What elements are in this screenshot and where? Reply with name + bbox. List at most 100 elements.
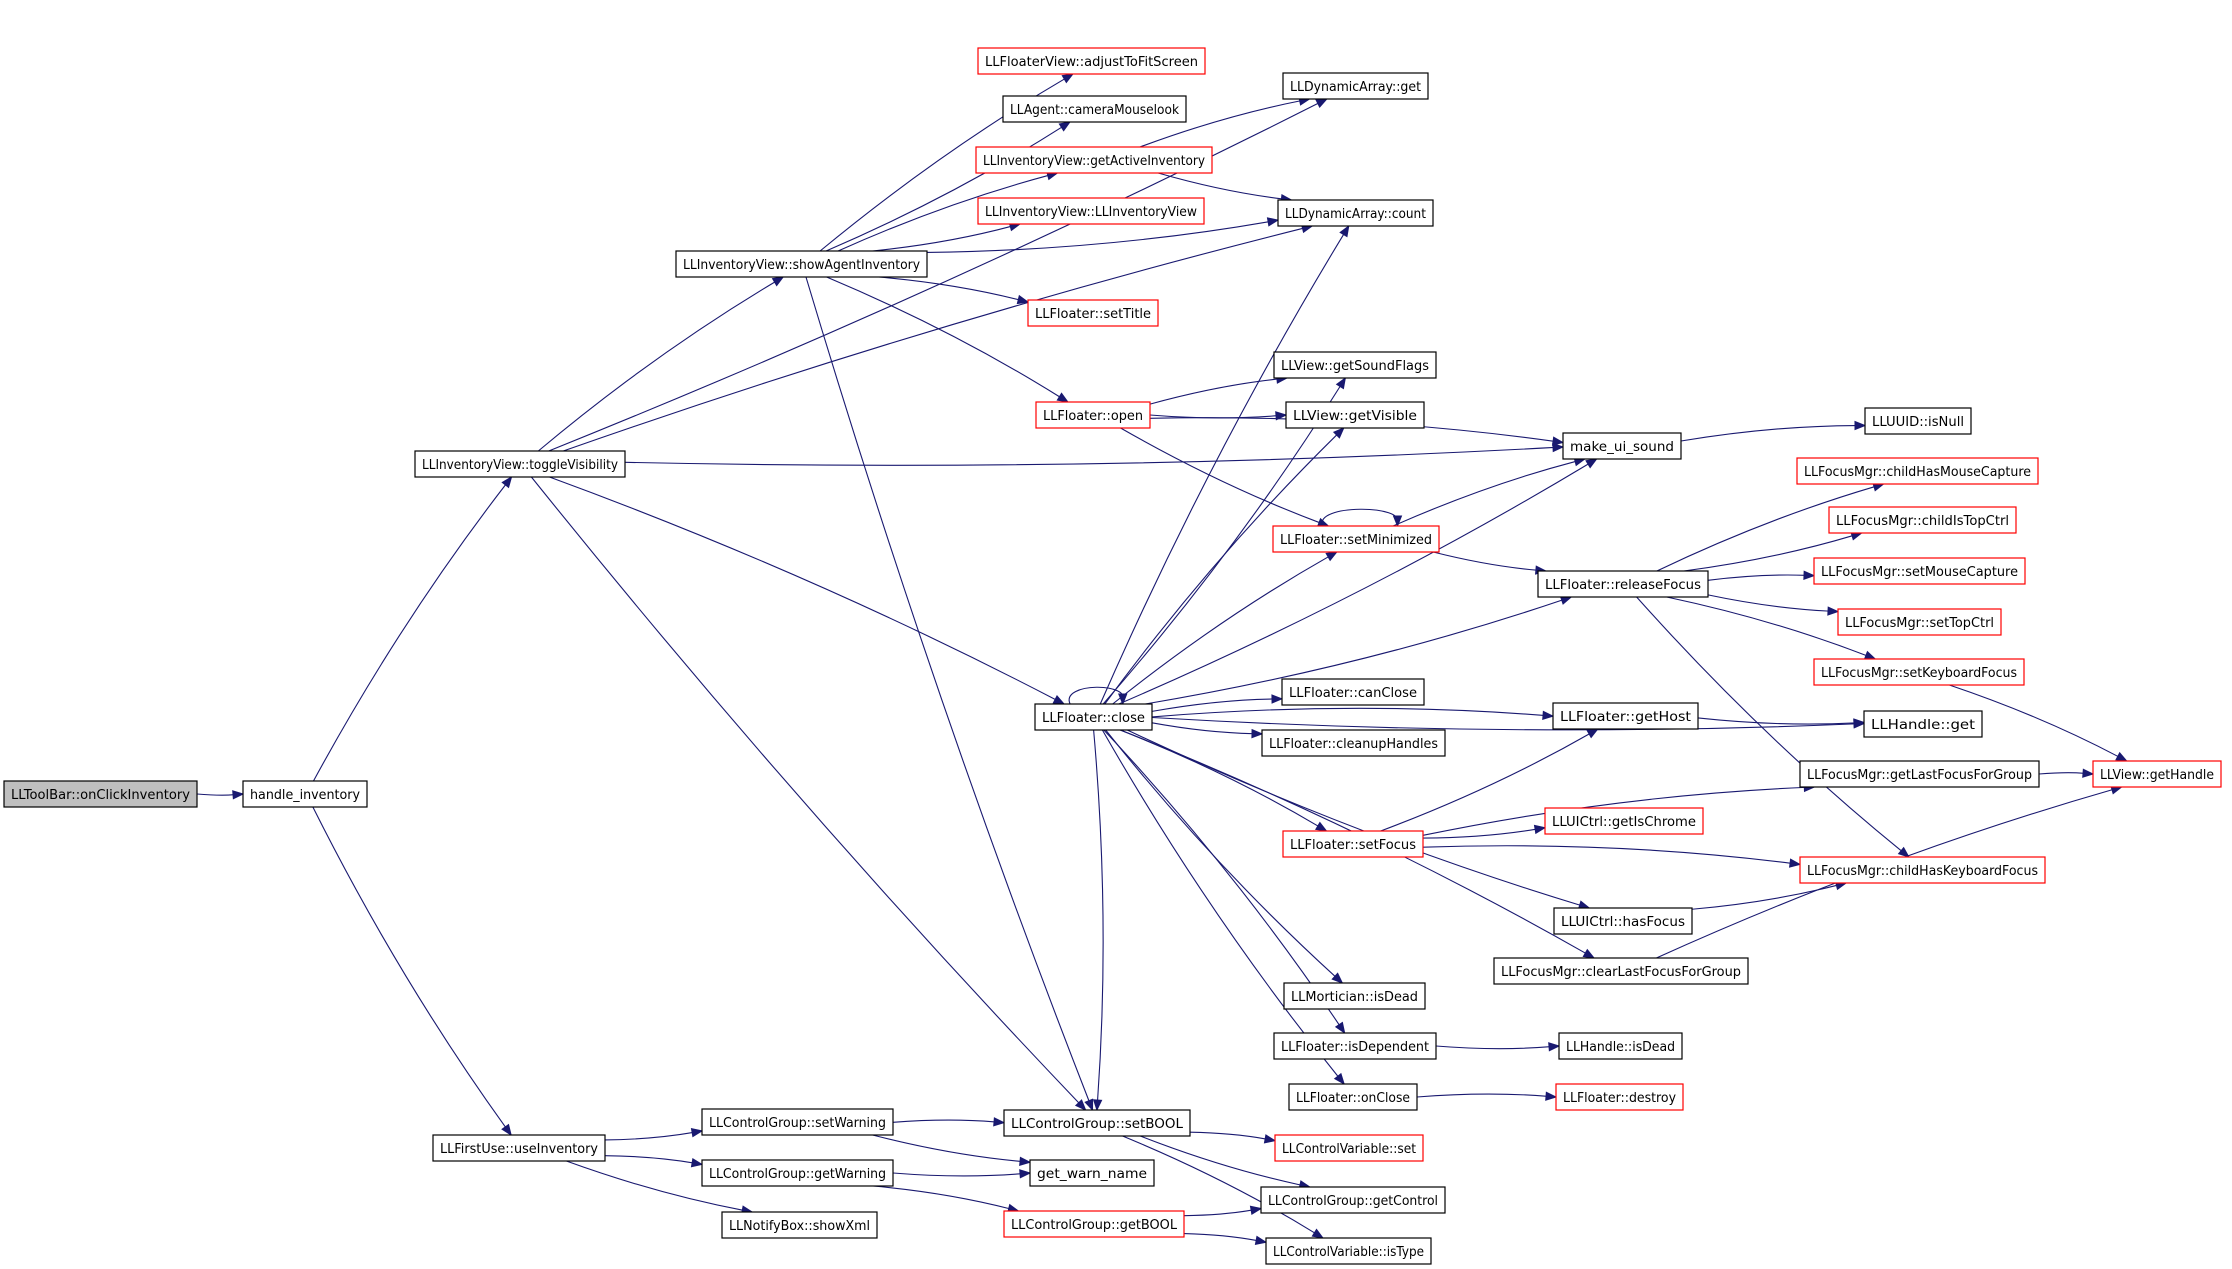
edges-layer (196, 73, 2128, 1245)
node-label: LLFocusMgr::clearLastFocusForGroup (1501, 964, 1741, 980)
node-box (1034, 703, 1153, 731)
node-llcontrolgroup-setbool[interactable]: LLControlGroup::setBOOL (1003, 1109, 1191, 1137)
edge-line (837, 174, 1049, 252)
node-lluuid-isnull[interactable]: LLUUID::isNull (1864, 407, 1972, 435)
node-llinventoryview-togglevisibility[interactable]: LLInventoryView::toggleVisibility (414, 450, 626, 478)
node-lldynamicarray-get[interactable]: LLDynamicArray::get (1282, 72, 1429, 100)
edge-n47-to-n48 (1183, 1205, 1263, 1217)
node-label: LLHandle::isDead (1566, 1039, 1675, 1055)
node-box (977, 197, 1205, 225)
node-llfloater-gethost[interactable]: LLFloater::getHost (1552, 702, 1699, 730)
node-llcontrolgroup-getwarning[interactable]: LLControlGroup::getWarning (701, 1159, 894, 1187)
node-llfloater-isdependent[interactable]: LLFloater::isDependent (1273, 1032, 1437, 1060)
node-llcontrolgroup-setwarning[interactable]: LLControlGroup::setWarning (701, 1108, 894, 1136)
edge-line (892, 1119, 996, 1123)
edge-n31-to-n32 (1422, 824, 1547, 839)
node-box (1003, 1109, 1191, 1137)
arrowhead (1552, 442, 1565, 453)
node-llagent-cameramouselook[interactable]: LLAgent::cameraMouselook (1002, 95, 1187, 123)
node-llfloater-settitle[interactable]: LLFloater::setTitle (1027, 299, 1159, 327)
node-llnotifybox-showxml[interactable]: LLNotifyBox::showXml (721, 1211, 878, 1239)
node-llfloater-canclose[interactable]: LLFloater::canClose (1281, 678, 1425, 706)
edge-n31-to-n27 (1380, 728, 1599, 832)
node-label: LLControlVariable::set (1282, 1141, 1416, 1157)
edge-n2-to-n42 (530, 476, 1087, 1111)
edge-line (1416, 1093, 1548, 1098)
node-box (1285, 401, 1425, 429)
node-box (1035, 401, 1151, 429)
edge-line (872, 225, 1012, 252)
arrowhead (1266, 217, 1280, 227)
arrowhead (1254, 1235, 1268, 1245)
node-lltoolbar-onclickinventory[interactable]: LLToolBar::onClickInventory (3, 780, 198, 808)
node-llfocusmgr-childhasmousecapture[interactable]: LLFocusMgr::childHasMouseCapture (1796, 457, 2039, 485)
node-llinventoryview-showagentinventory[interactable]: LLInventoryView::showAgentInventory (675, 250, 928, 278)
edge-n12-to-n17 (1120, 427, 1330, 527)
node-llfocusmgr-setmousecapture[interactable]: LLFocusMgr::setMouseCapture (1813, 557, 2026, 585)
edge-n1-to-n2 (312, 475, 513, 782)
node-lluictrl-getischrome[interactable]: LLUICtrl::getIsChrome (1544, 807, 1704, 835)
edge-n4-to-n12 (826, 276, 1070, 403)
arrowhead (1863, 650, 1877, 660)
node-llcontrolgroup-getcontrol[interactable]: LLControlGroup::getControl (1260, 1186, 1446, 1214)
node-llfocusmgr-childistopctrl[interactable]: LLFocusMgr::childIsTopCtrl (1828, 506, 2017, 534)
node-label: LLView::getSoundFlags (1281, 358, 1429, 374)
arrowhead (1325, 551, 1338, 562)
node-label: LLFocusMgr::childIsTopCtrl (1836, 513, 2009, 529)
node-label: LLFocusMgr::setMouseCapture (1821, 564, 2018, 580)
node-llinventoryview-llinventoryview[interactable]: LLInventoryView::LLInventoryView (977, 197, 1205, 225)
node-llfloater-setfocus[interactable]: LLFloater::setFocus (1282, 830, 1424, 858)
node-handle-inventory[interactable]: handle_inventory (242, 780, 368, 808)
edge-line (805, 276, 1090, 1102)
node-llfocusmgr-clearlastfocusforgroup[interactable]: LLFocusMgr::clearLastFocusForGroup (1493, 957, 1749, 985)
node-llcontrolvariable-set[interactable]: LLControlVariable::set (1274, 1134, 1424, 1162)
node-llview-getvisible[interactable]: LLView::getVisible (1285, 401, 1425, 429)
arrowhead (1897, 846, 1910, 858)
node-llfirstuse-useinventory[interactable]: LLFirstUse::useInventory (432, 1134, 606, 1162)
node-box (432, 1134, 606, 1162)
node-llcontrolgroup-getbool[interactable]: LLControlGroup::getBOOL (1003, 1210, 1185, 1238)
node-llcontrolvariable-istype[interactable]: LLControlVariable::isType (1265, 1237, 1432, 1265)
edge-line (1392, 460, 1577, 527)
edge-n18-to-n20 (1683, 531, 1863, 572)
node-llinventoryview-getactiveinventory[interactable]: LLInventoryView::getActiveInventory (975, 146, 1213, 174)
arrowhead (993, 1117, 1006, 1127)
node-llfloater-open[interactable]: LLFloater::open (1035, 401, 1151, 429)
node-llmortician-isdead[interactable]: LLMortician::isDead (1283, 982, 1426, 1010)
node-llhandle-get[interactable]: LLHandle::get (1863, 710, 1983, 738)
node-llfocusmgr-settopctrl[interactable]: LLFocusMgr::setTopCtrl (1837, 608, 2002, 636)
edge-line (549, 476, 1057, 701)
node-llfloater-cleanuphandles[interactable]: LLFloater::cleanupHandles (1261, 729, 1446, 757)
node-llfocusmgr-setkeyboardfocus[interactable]: LLFocusMgr::setKeyboardFocus (1813, 658, 2025, 686)
node-llfloater-destroy[interactable]: LLFloater::destroy (1555, 1083, 1684, 1111)
node-llfloater-close[interactable]: LLFloater::close (1034, 703, 1153, 731)
arrowhead (1061, 73, 1075, 84)
node-llfocusmgr-getlastfocusforgroup[interactable]: LLFocusMgr::getLastFocusForGroup (1799, 760, 2040, 788)
node-make-ui-sound[interactable]: make_ui_sound (1562, 432, 1682, 460)
node-box (1837, 608, 2002, 636)
node-get-warn-name[interactable]: get_warn_name (1029, 1159, 1155, 1187)
node-llview-gethandle[interactable]: LLView::getHandle (2092, 760, 2222, 788)
node-label: LLDynamicArray::get (1290, 79, 1421, 95)
node-llfloater-setminimized[interactable]: LLFloater::setMinimized (1272, 525, 1440, 553)
node-label: LLFloater::onClose (1296, 1090, 1410, 1106)
node-llfloater-releasefocus[interactable]: LLFloater::releaseFocus (1537, 570, 1709, 598)
edge-n39-to-n40 (1416, 1091, 1558, 1101)
edge-line (1949, 684, 2119, 758)
node-llfocusmgr-childhaskeyboardfocus[interactable]: LLFocusMgr::childHasKeyboardFocus (1799, 856, 2046, 884)
node-llview-getsoundflags[interactable]: LLView::getSoundFlags (1273, 351, 1437, 379)
node-box (414, 450, 626, 478)
node-label: LLFloater::canClose (1289, 685, 1417, 701)
node-box (1274, 1134, 1424, 1162)
node-lluictrl-hasfocus[interactable]: LLUICtrl::hasFocus (1553, 907, 1693, 935)
node-box (1828, 506, 2017, 534)
node-llfloater-onclose[interactable]: LLFloater::onClose (1288, 1083, 1418, 1111)
edge-line (1707, 574, 1806, 581)
node-llhandle-isdead[interactable]: LLHandle::isDead (1558, 1032, 1683, 1060)
node-label: LLToolBar::onClickInventory (11, 787, 190, 803)
node-llfloaterview-adjusttofitscreen[interactable]: LLFloaterView::adjustToFitScreen (977, 47, 1206, 75)
edge-line (1707, 594, 1830, 612)
arrowhead (1334, 1021, 1346, 1035)
node-lldynamicarray-count[interactable]: LLDynamicArray::count (1277, 199, 1434, 227)
edge-n18-to-n22 (1707, 594, 1840, 616)
